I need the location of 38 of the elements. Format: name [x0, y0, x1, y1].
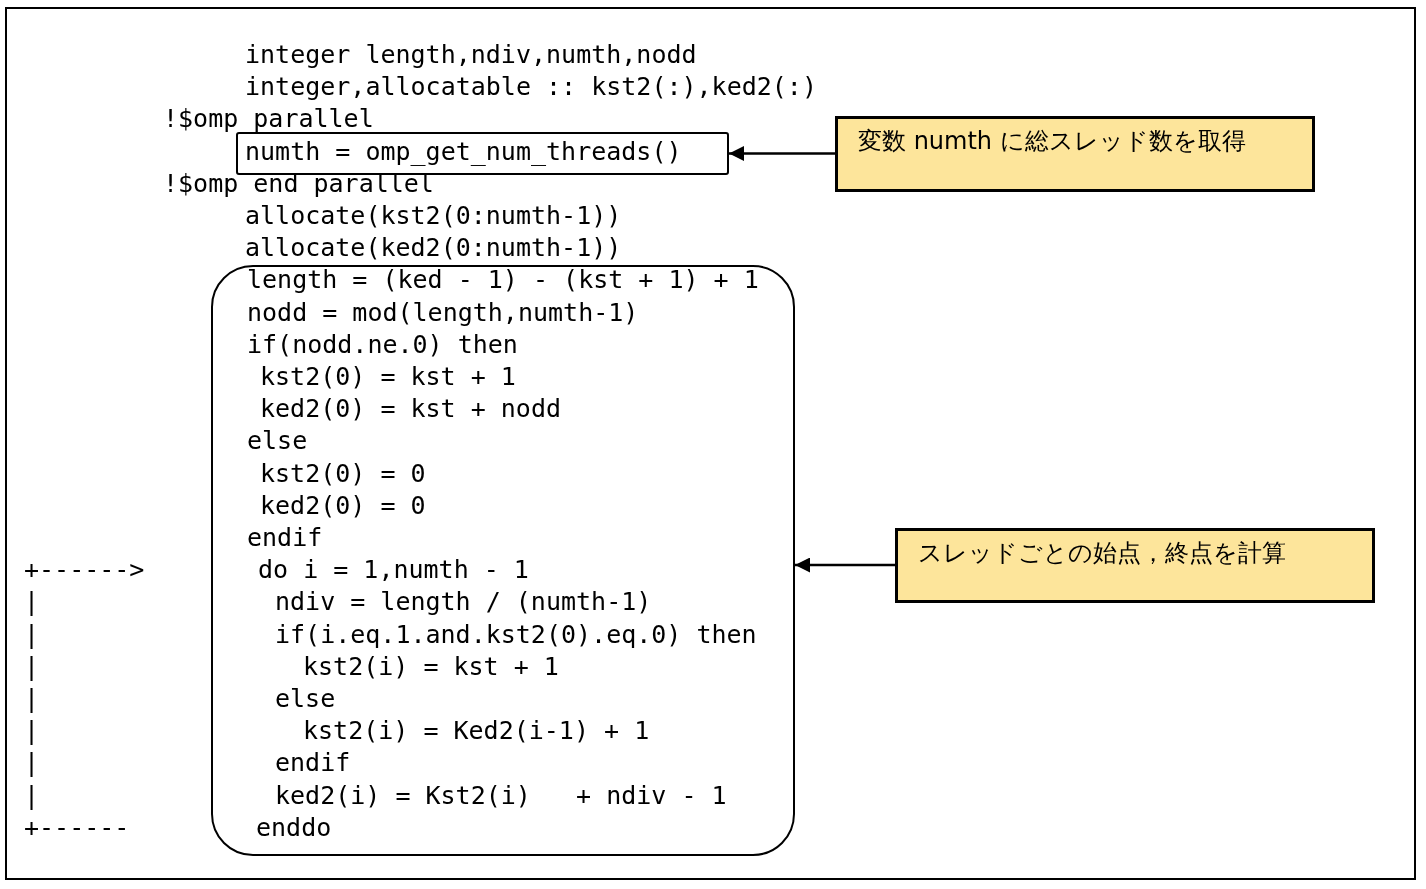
code-line: kst2(i) = kst + 1	[303, 651, 559, 682]
code-line: else	[275, 684, 336, 714]
code-line: integer length,ndiv,numth,nodd	[245, 40, 697, 70]
code-line: allocate(kst2(0:numth-1))	[245, 201, 622, 231]
callout-box: 変数 numth に総スレッド数を取得	[835, 116, 1315, 192]
code-line: endif	[247, 523, 323, 553]
loop-marker-text: |	[24, 748, 40, 779]
code-line: ked2(i) = Kst2(i) + ndiv - 1	[275, 780, 727, 811]
code-line: nodd = mod(length,numth-1)	[247, 297, 639, 328]
callout-box: スレッドごとの始点，終点を計算	[895, 528, 1375, 603]
code-line: integer,allocatable :: kst2(:),ked2(:)	[245, 72, 817, 103]
loop-marker-text: |	[24, 684, 40, 714]
code-line: ked2(0) = kst + nodd	[260, 394, 562, 425]
code-line: endif	[275, 748, 351, 779]
code-line: enddo	[256, 812, 332, 843]
loop-marker-text: |	[24, 587, 40, 618]
code-line: length = (ked - 1) - (kst + 1) + 1	[247, 265, 759, 296]
highlight-box: numth = omp_get_num_threads()	[236, 132, 729, 175]
arrow	[729, 146, 835, 161]
code-line: kst2(0) = kst + 1	[260, 362, 516, 392]
code-line: !$omp parallel	[163, 104, 374, 135]
code-line: kst2(0) = 0	[260, 458, 426, 489]
code-line: ked2(0) = 0	[260, 490, 426, 521]
loop-marker-text: |	[24, 780, 40, 811]
loop-marker-text: +------	[24, 812, 130, 843]
loop-marker-text: +------>	[24, 555, 145, 586]
rounded-code-box	[211, 265, 795, 856]
code-line: do i = 1,numth - 1	[258, 555, 529, 586]
code-line: allocate(ked2(0:numth-1))	[245, 233, 622, 264]
code-line: if(i.eq.1.and.kst2(0).eq.0) then	[275, 619, 757, 650]
code-line: else	[247, 426, 308, 457]
loop-marker-text: |	[24, 716, 40, 747]
loop-marker-text: |	[24, 619, 40, 650]
loop-marker-text: |	[24, 651, 40, 682]
arrow	[795, 557, 895, 573]
code-line: ndiv = length / (numth-1)	[275, 587, 652, 618]
code-line: kst2(i) = Ked2(i-1) + 1	[303, 716, 650, 747]
code-line: if(nodd.ne.0) then	[247, 329, 518, 360]
